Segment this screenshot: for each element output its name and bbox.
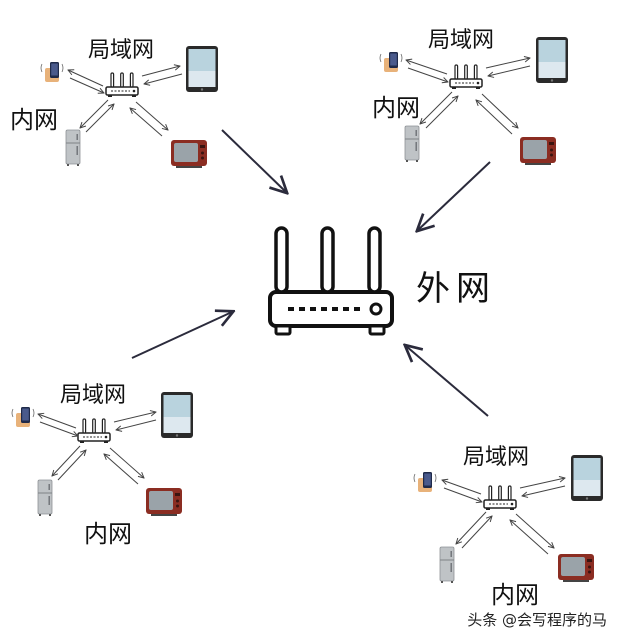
tablet-icon [571, 455, 603, 501]
arrow-top-right [418, 161, 491, 230]
small-router-icon [77, 418, 111, 444]
arrow-bottom-right [406, 346, 489, 417]
smartphone-icon [40, 61, 64, 83]
television-icon [558, 554, 594, 582]
lan-cluster-bottom-right [413, 455, 603, 584]
arrow-bottom-left [131, 312, 232, 359]
refrigerator-icon [37, 479, 53, 517]
small-router-icon [449, 64, 483, 90]
lan-label-top-left: 局域网 [88, 38, 155, 63]
intranet-label-bottom-left: 内网 [84, 520, 132, 548]
lan-label-bottom-right: 局域网 [463, 445, 530, 470]
lan-label-top-right: 局域网 [428, 28, 495, 53]
lan-label-bottom-left: 局域网 [60, 383, 127, 408]
television-icon [146, 488, 182, 516]
refrigerator-icon [65, 129, 81, 167]
tablet-icon [161, 392, 193, 438]
tablet-icon [186, 46, 218, 92]
television-icon [520, 137, 556, 165]
tablet-icon [536, 37, 568, 83]
intranet-label-top-left: 内网 [10, 106, 58, 134]
small-router-icon [483, 485, 517, 511]
intranet-label-top-right: 内网 [372, 94, 420, 122]
lan-cluster-top-left [40, 46, 218, 168]
wan-label: 外网 [416, 269, 496, 309]
television-icon [171, 140, 207, 168]
arrow-top-left [221, 129, 286, 192]
lan-cluster-top-right [379, 37, 568, 165]
central-router-icon [268, 226, 394, 336]
refrigerator-icon [439, 546, 455, 584]
refrigerator-icon [404, 125, 420, 163]
wan-connection-arrows [131, 129, 491, 417]
intranet-label-bottom-right: 内网 [491, 581, 539, 609]
small-router-icon [105, 72, 139, 98]
watermark: 头条 @会写程序的马 [467, 611, 607, 629]
smartphone-icon [379, 51, 403, 73]
smartphone-icon [11, 406, 35, 428]
lan-cluster-bottom-left [11, 392, 193, 517]
smartphone-icon [413, 471, 437, 493]
